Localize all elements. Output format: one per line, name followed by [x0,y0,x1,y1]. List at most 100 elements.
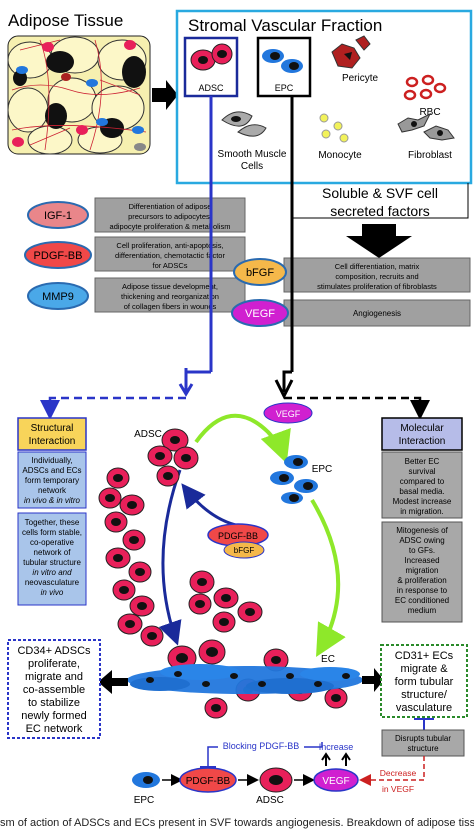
adipose-tissue-illustration [7,35,151,155]
monocyte-label: Monocyte [318,150,362,161]
svf-epc-cell: EPC [256,36,312,98]
structural-text2-3: co-operative [30,538,75,547]
cd31-box [380,644,468,718]
adipose-title: Adipose Tissue [8,11,123,30]
cd31-text-5: vasculature [396,702,452,714]
disrupts-text-1: Disrupts tubular [395,734,451,743]
igf1-desc-2: precursors to adipocytes, [128,212,212,221]
vegf-desc-1: Angiogenesis [353,309,401,318]
decrease-dashed-arrow [359,756,425,786]
mmp9-row: Adipose tissue development, thickening a… [27,277,246,313]
molecular-text2-6: & proliferation [397,576,446,585]
adsc-pathway-arrow [178,368,194,397]
molecular-text1-4: basal media. [399,487,444,496]
bottom-pdgfbb-label: PDGF-BB [186,776,231,787]
molecular-text2-9: medium [408,606,437,615]
igf1-desc-3: adipocyte proliferation & metabolism [110,222,231,231]
mmp9-desc-2: thickening and reorganization [121,292,219,301]
fibroblast-label: Fibroblast [408,150,452,161]
cd34-text-5: to stabilize [28,697,80,709]
structural-text2-8: in vivo [41,588,64,597]
green-arrow-to-epc [194,413,291,464]
smooth-muscle-cell: Smooth Muscle Cells [218,111,287,172]
mech-ec-label: EC [321,654,335,665]
figure-caption: sm of action of ADSCs and ECs present in… [0,817,474,829]
bottom-epc-label: EPC [134,795,155,806]
structural-title-1: Structural [31,423,74,434]
disrupts-text-2: structure [407,744,439,753]
molecular-title-box [381,417,463,451]
bottom-vegf-label: VEGF [322,776,349,787]
molecular-text1-2: survival [408,467,435,476]
cd31-text-2: migrate & [400,663,448,675]
green-arrow-to-ec [310,498,346,657]
molecular-title-1: Molecular [400,423,444,434]
pdgfbb-desc-3: for ADSCs [152,261,187,270]
molecular-text1-3: compared to [400,477,445,486]
svf-title: Stromal Vascular Fraction [188,16,382,35]
increase-up-arrows [321,752,351,766]
structural-title-box [17,417,87,451]
bfgf-desc-3: stimulates proliferation of fibroblasts [317,282,437,291]
cd34-box [7,639,101,739]
structural-text1-5: in vivo & in vitro [24,496,81,505]
structural-text2-4: network of [34,548,72,557]
structural-text-box-2 [17,512,87,606]
molecular-text2-5: migration [406,566,439,575]
svf-epc-label: EPC [275,83,294,93]
rbc-label: RBC [419,107,440,118]
pdgfbb-row: Cell proliferation, anti-apoptosis, diff… [24,236,246,272]
epc-cell-cluster [270,455,318,504]
bottom-epc-cell [132,772,160,788]
bfgf-name: bFGF [246,267,274,279]
molecular-text-box-1 [381,451,463,519]
smooth-muscle-label-1: Smooth Muscle [218,149,287,160]
igf1-row: Differentiation of adipose precursors to… [27,197,246,233]
mech-bfgf-badge [223,541,265,559]
molecular-text1-5: Modest increase [393,497,452,506]
secreted-down-arrow [346,224,412,258]
molecular-text2-8: EC conditioned [395,596,449,605]
structural-text2-1: Together, these [25,518,80,527]
molecular-title-2: Interaction [399,436,446,447]
cd34-text-1: CD34+ ADSCs [17,645,91,657]
molecular-text-box-2 [381,521,463,623]
igf1-badge [27,201,89,229]
bfgf-desc-2: composition, recruits and [335,272,418,281]
decrease-text-2: in VEGF [382,784,414,794]
molecular-text2-2: ADSC owing [399,536,444,545]
structural-text1-3: form temporary [25,476,79,485]
molecular-text2-4: Increased [404,556,439,565]
structural-text2-7: neovasculature [25,578,80,587]
blocking-label: Blocking PDGF-BB [223,741,300,751]
structural-text1-2: ADSCs and ECs [22,466,81,475]
cd34-text-2: proliferate, [28,658,80,670]
ec-network [127,664,363,694]
mech-vegf-label: VEGF [276,409,301,419]
cd34-arrow [98,670,128,694]
navy-arrow-adsc-down [158,469,182,646]
igf1-desc-1: Differentiation of adipose [129,202,212,211]
structural-text-box-1 [17,451,87,509]
pdgfbb-desc-2: differentiation, chemotactic factor [115,251,225,260]
cd31-text-4: structure/ [401,689,448,701]
structural-text2-5: tubular structure [23,558,81,567]
structural-dashed-link [40,396,186,420]
mech-pdgfbb-label: PDGF-BB [218,531,258,541]
structural-text1-4: network [38,486,67,495]
structural-text2-6: in vitro and [32,568,72,577]
pdgfbb-name: PDGF-BB [34,250,83,262]
molecular-dashed-link [284,396,430,420]
bottom-adsc-cell [259,767,293,793]
mech-adsc-label: ADSC [134,429,162,440]
mmp9-desc-3: of collagen fibers in wounds [124,302,217,311]
bottom-adsc-label: ADSC [256,795,284,806]
structural-text2-2: cells form stable, [22,528,82,537]
disrupts-box [381,729,465,757]
molecular-text1-6: in migration. [400,507,444,516]
pdgfbb-desc-1: Cell proliferation, anti-apoptosis, [116,241,223,250]
increase-label: Increase [319,742,354,752]
cd31-text-1: CD31+ ECs [395,650,454,662]
structural-text1-1: Individually, [31,456,72,465]
cd31-text-3: form tubular [395,676,454,688]
